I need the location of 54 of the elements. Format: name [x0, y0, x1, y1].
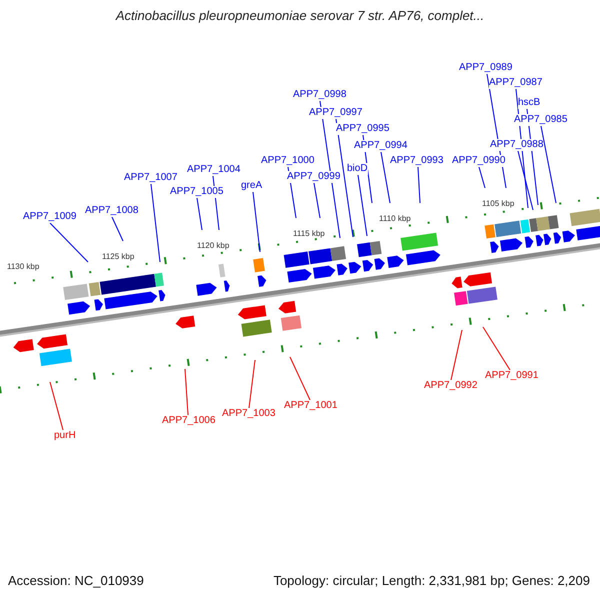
gene-label: APP7_1009	[23, 211, 76, 223]
gene-label: APP7_0994	[354, 140, 408, 152]
gene-label: APP7_0997	[309, 107, 362, 119]
gene-label: APP7_0989	[459, 62, 512, 74]
leader-line	[450, 330, 462, 380]
gene-label: purH	[54, 430, 76, 442]
leader-line	[290, 356, 310, 400]
gene-label: APP7_0990	[452, 155, 506, 167]
gene-label: greA	[241, 180, 262, 192]
leader-line	[184, 368, 188, 416]
leader-line	[50, 222, 88, 262]
gene-label: APP7_1000	[261, 155, 314, 167]
leader-line	[418, 166, 420, 204]
scale-label: 1115 kbp	[293, 229, 325, 239]
gene-label: APP7_0999	[287, 171, 340, 183]
leader-line	[380, 152, 390, 204]
leader-line	[518, 150, 534, 210]
gene-label: APP7_1004	[187, 164, 240, 176]
gene-label: bioD	[347, 163, 368, 175]
scale-label: 1125 kbp	[102, 252, 134, 262]
gene-label: hscB	[518, 97, 540, 109]
leader-line	[150, 184, 160, 262]
gene-label: APP7_1006	[162, 415, 216, 427]
gene-label: APP7_0988	[490, 139, 544, 151]
gene-label: APP7_0992	[424, 380, 478, 392]
gene-label: APP7_0993	[390, 155, 444, 167]
leader-line	[50, 382, 64, 430]
gene-label: APP7_0995	[336, 123, 390, 135]
leader-line	[482, 326, 510, 370]
leader-line	[252, 192, 260, 252]
gene-label: APP7_1008	[85, 205, 138, 217]
footer-text: Accession: NC_010939	[8, 575, 144, 587]
scale-label: 1120 kbp	[197, 241, 230, 251]
scale-label: 1110 kbp	[379, 214, 411, 224]
leader-line	[196, 198, 202, 230]
leader-line	[248, 360, 256, 408]
title: Actinobacillus pleuropneumoniae serovar 7 str. AP76, complet...	[114, 10, 486, 22]
leader-line	[336, 118, 354, 238]
footer-text: Topology: circular; Length: 2,331,981 bp; Genes: 2,209	[273, 575, 590, 587]
gene-label: APP7_0985	[514, 114, 568, 126]
gene-label: APP7_1001	[284, 400, 338, 412]
leader-line	[478, 166, 486, 188]
leader-line	[540, 126, 556, 204]
leader-line	[314, 182, 320, 218]
gene-label: APP7_0998	[293, 89, 346, 101]
scale-label: 1130 kbp	[7, 262, 40, 272]
gene-label: APP7_0987	[489, 77, 542, 89]
gene-label: APP7_0991	[485, 370, 538, 382]
leader-line	[358, 174, 368, 236]
gene-label: APP7_1005	[170, 186, 224, 198]
scale-label: 1105 kbp	[482, 199, 514, 209]
gene-label: APP7_1007	[124, 172, 178, 184]
gene-label: APP7_1003	[222, 408, 276, 420]
leader-line	[112, 216, 124, 242]
